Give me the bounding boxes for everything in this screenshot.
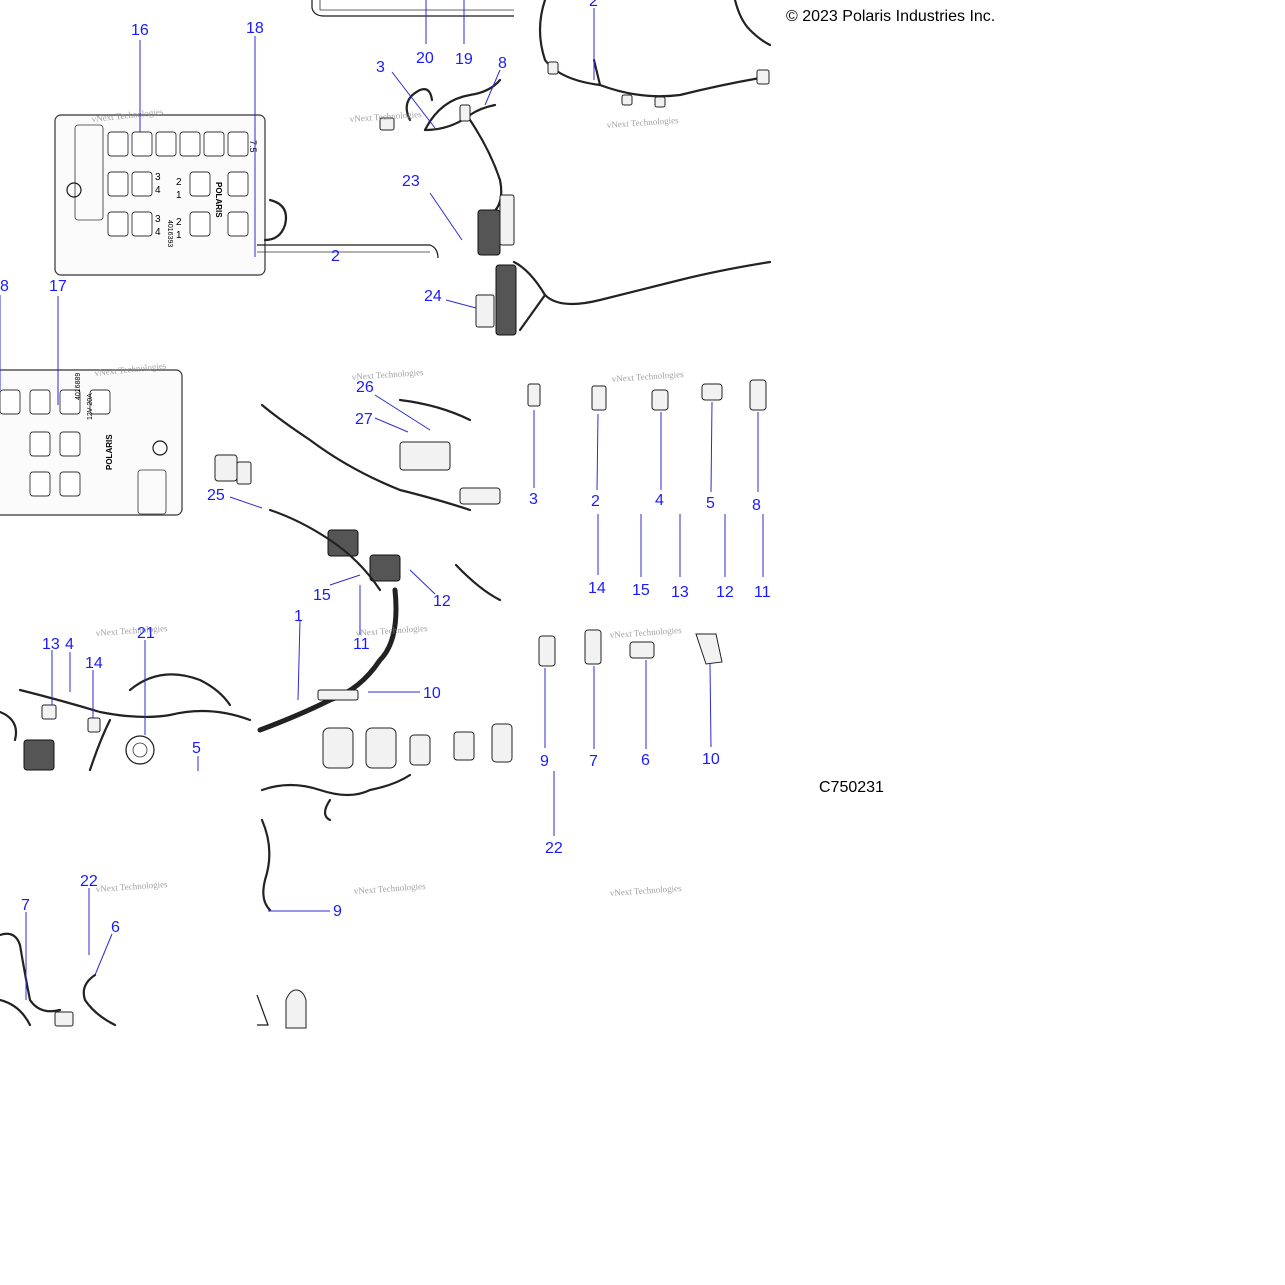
- callout-19: 19: [455, 51, 473, 68]
- fuse-pin-label: 1: [176, 230, 182, 241]
- callout-9: 9: [333, 903, 342, 920]
- watermark: vNext Technologies: [609, 883, 682, 898]
- fuse-grid-lower: [0, 389, 111, 497]
- callout-3: 3: [376, 59, 385, 76]
- callout-4: 4: [65, 636, 74, 653]
- tile-harness-upper-right: 2 vNext Technologies: [538, 0, 772, 130]
- callout-9: 9: [540, 753, 549, 770]
- fuse-pin-label: 3: [155, 214, 161, 225]
- callout-5: 5: [706, 495, 715, 512]
- fuse-part-number: 4016889: [75, 373, 82, 400]
- callout-22: 22: [80, 873, 98, 890]
- callout-14: 14: [85, 655, 103, 672]
- fuse-pin-label: 3: [155, 172, 161, 183]
- callout-8: 8: [0, 278, 9, 295]
- callout-2: 2: [331, 248, 340, 265]
- tile-connectors-row1: 3 2 4 5 8 14 15 13 12 11 vNext Technolog…: [527, 369, 771, 601]
- tile-fusebox-lower: POLARIS 4016889 12V 20A 8 17 vNext Techn…: [0, 278, 183, 516]
- watermark: vNext Technologies: [606, 115, 679, 130]
- watermark: vNext Technologies: [95, 623, 168, 638]
- callout-2: 2: [591, 493, 600, 510]
- callout-21: 21: [137, 625, 155, 642]
- callout-12: 12: [433, 593, 451, 610]
- figure-code: C750231: [819, 779, 884, 796]
- fuse-part-number: 4016393: [166, 220, 173, 247]
- tile-connectors-row2: 9 7 6 10 22 vNext Technologies vNext Tec…: [538, 625, 723, 898]
- callout-15: 15: [313, 587, 331, 604]
- watermark: vNext Technologies: [353, 881, 426, 896]
- callout-25: 25: [207, 487, 225, 504]
- callout-10: 10: [702, 751, 720, 768]
- fuse-pin-label: 2: [176, 217, 182, 228]
- callout-13: 13: [671, 584, 689, 601]
- callout-6: 6: [111, 919, 120, 936]
- fuse-pin-label: 4: [155, 227, 161, 238]
- callout-10: 10: [423, 685, 441, 702]
- tile-harness-upper-center: 20 19 3 8 23 2 vNext Technologies: [257, 0, 515, 265]
- callout-8: 8: [752, 497, 761, 514]
- fuse-value-label: 7.5: [248, 140, 258, 153]
- callout-26: 26: [356, 379, 374, 396]
- tile-harness-bottom-center: 9 vNext Technologies: [256, 773, 426, 1029]
- tile-harness-bottom-left: 7 22 6 vNext Technologies: [0, 873, 168, 1027]
- fuse-rating: 12V 20A: [87, 393, 94, 420]
- callout-7: 7: [21, 897, 30, 914]
- fuse-brand-label: POLARIS: [214, 182, 223, 218]
- callout-14: 14: [588, 580, 606, 597]
- tile-main-harness-center: 24 26 27 25 15 12 1 11 10 vNext Technolo…: [207, 260, 772, 769]
- fuse-pin-label: 4: [155, 185, 161, 196]
- watermark: vNext Technologies: [95, 879, 168, 894]
- watermark: vNext Technologies: [351, 367, 424, 382]
- watermark: vNext Technologies: [609, 625, 682, 640]
- callout-4: 4: [655, 492, 664, 509]
- tile-harness-lower-left: 13 4 14 21 5 vNext Technologies: [0, 623, 252, 772]
- fuse-grid-upper: [107, 131, 249, 237]
- callout-6: 6: [641, 752, 650, 769]
- callout-7: 7: [589, 753, 598, 770]
- fuse-brand-label: POLARIS: [105, 434, 114, 470]
- callout-15: 15: [632, 582, 650, 599]
- callout-20: 20: [416, 50, 434, 67]
- callout-3: 3: [529, 491, 538, 508]
- fuse-pin-label: 2: [176, 177, 182, 188]
- callout-5: 5: [192, 740, 201, 757]
- callout-16: 16: [131, 22, 149, 39]
- callout-11: 11: [353, 636, 370, 653]
- fuse-pin-label: 1: [176, 190, 182, 201]
- callout-1: 1: [294, 608, 303, 625]
- callout-13: 13: [42, 636, 60, 653]
- callout-8: 8: [498, 55, 507, 72]
- callout-11: 11: [754, 584, 771, 601]
- watermark: vNext Technologies: [611, 369, 684, 384]
- callout-27: 27: [355, 411, 373, 428]
- callout-22: 22: [545, 840, 563, 857]
- callout-23: 23: [402, 173, 420, 190]
- callout-18: 18: [246, 20, 264, 37]
- tile-fusebox-upper: 2 1 3 4 2 1 3 4 POLARIS 4016393 7.5 16 1…: [54, 20, 266, 276]
- copyright-notice: © 2023 Polaris Industries Inc.: [786, 8, 996, 25]
- callout-12: 12: [716, 584, 734, 601]
- callout-24: 24: [424, 288, 442, 305]
- callout-2: 2: [589, 0, 598, 10]
- callout-17: 17: [49, 278, 67, 295]
